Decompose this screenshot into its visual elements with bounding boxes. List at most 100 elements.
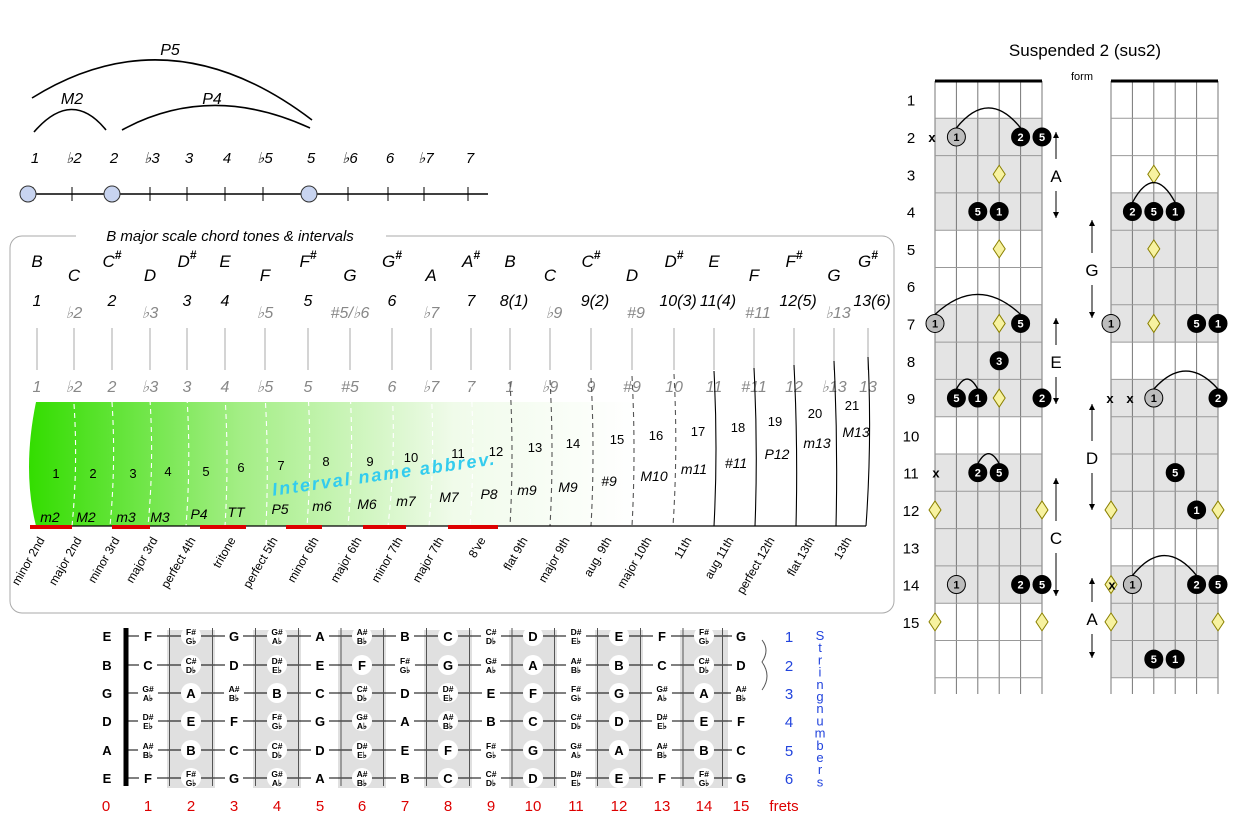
note-bg <box>653 770 671 786</box>
dot-label: 1 <box>1108 318 1114 330</box>
dot-label: 1 <box>1215 318 1221 330</box>
interval-abbrev: m11 <box>681 461 707 477</box>
note-bg <box>267 711 287 731</box>
note-name: B <box>504 252 515 271</box>
barre-arc <box>977 452 1000 464</box>
fret-note-flat: B♭ <box>143 750 153 760</box>
arrowhead-down <box>1089 312 1095 318</box>
note-bg <box>396 628 414 644</box>
note-bg <box>523 768 543 788</box>
fret-note: C <box>315 686 325 701</box>
arrowhead-down <box>1053 212 1059 218</box>
string-number: 3 <box>785 686 793 703</box>
dot-label: 5 <box>1018 318 1024 330</box>
degree-label-lower: ♭13 <box>821 379 846 396</box>
vertical-label-char: S <box>816 628 825 643</box>
fret-note-flat: E♭ <box>143 721 153 731</box>
fret-note-sharp: D# <box>272 656 283 666</box>
note-bg <box>267 626 287 646</box>
fret-note-sharp: F# <box>186 627 196 637</box>
bracket <box>761 639 768 691</box>
fret-note: G <box>614 686 624 701</box>
degree-label: ♭7 <box>423 305 441 322</box>
note-bg <box>267 655 287 675</box>
fret-note-sharp: A# <box>571 656 582 666</box>
fret-note-flat: B♭ <box>657 750 667 760</box>
barre-arc <box>955 107 1022 129</box>
chord-fret-number: 11 <box>903 466 919 483</box>
fret-note: E <box>615 771 624 786</box>
fret-note: B <box>272 686 281 701</box>
note-bg <box>138 740 158 760</box>
fret-note: C <box>736 743 746 758</box>
interval-abbrev: #11 <box>725 455 747 471</box>
degree-label-lower: 1 <box>506 379 515 396</box>
interval-abbrev: M6 <box>357 496 377 512</box>
fret-note: B <box>186 743 195 758</box>
vertical-label-char: n <box>816 677 823 692</box>
note-bg <box>225 742 243 758</box>
arrowhead-up <box>1089 578 1095 584</box>
fret-marker-diamond <box>992 388 1006 408</box>
dot-label: 5 <box>1215 580 1221 592</box>
interval-abbrev: P12 <box>765 446 790 462</box>
fret-marker-diamond <box>1104 611 1118 632</box>
note-name: F <box>749 266 761 285</box>
fret-note-flat: D♭ <box>699 665 709 675</box>
chord-fret-number: 12 <box>903 503 920 520</box>
degree-label: ♭5 <box>257 305 274 322</box>
fret-note-sharp: F# <box>699 627 709 637</box>
note-bg <box>311 628 329 644</box>
fret-marker-diamond <box>928 611 942 632</box>
fret-number: 15 <box>733 798 750 815</box>
note-letter: C <box>103 252 116 271</box>
note-name: A <box>424 266 436 285</box>
dot-label: 2 <box>1018 580 1024 592</box>
fret-note-flat: E♭ <box>571 778 581 788</box>
fret-number: 1 <box>144 798 152 815</box>
chord-fret-number: 3 <box>907 167 915 184</box>
fret-shade <box>253 630 301 788</box>
note-bg <box>732 628 750 644</box>
fret-note: D <box>614 714 623 729</box>
fret-note-sharp: C# <box>486 627 497 637</box>
note-bg <box>482 713 500 729</box>
fret-note-sharp: G# <box>271 769 283 779</box>
scale-degree: 6 <box>386 150 395 167</box>
semitone-divider <box>865 356 871 527</box>
semitone-divider <box>264 393 268 527</box>
fret-number: 0 <box>102 798 110 815</box>
dot-label: 5 <box>1172 468 1178 480</box>
arrowhead-up <box>1053 318 1059 324</box>
note-bg <box>566 711 586 731</box>
note-bg <box>732 713 750 729</box>
semitone-divider <box>109 401 115 527</box>
note-bg <box>481 740 501 760</box>
note-bg <box>566 626 586 646</box>
semitone-count: 8 <box>322 454 329 469</box>
fret-number: 2 <box>187 798 195 815</box>
fret-note-sharp: F# <box>486 741 496 751</box>
chord-dot <box>1144 202 1164 222</box>
chord-dot <box>1032 575 1052 595</box>
note-bg <box>732 742 750 758</box>
fret-marker-diamond <box>928 500 942 520</box>
vertical-label-char: r <box>818 652 823 667</box>
fret-note-sharp: C# <box>272 741 283 751</box>
fret-shade <box>595 630 643 788</box>
arrowhead-down <box>1053 398 1059 404</box>
degree-label-lower: ♭2 <box>66 379 83 396</box>
sharp-sign: # <box>395 248 402 262</box>
note-bg <box>609 655 629 675</box>
interval-abbrev: M13 <box>842 424 869 440</box>
interval-abbrev: #9 <box>601 473 617 489</box>
note-bg <box>694 626 714 646</box>
note-bg <box>396 713 414 729</box>
fret-number: 4 <box>273 798 281 815</box>
sharp-sign: # <box>115 248 122 262</box>
degree-label-lower: 13 <box>859 379 877 396</box>
degree-label-lower: 5 <box>304 379 313 396</box>
dot-label: 1 <box>1194 505 1200 517</box>
fret-number: 7 <box>401 798 409 815</box>
